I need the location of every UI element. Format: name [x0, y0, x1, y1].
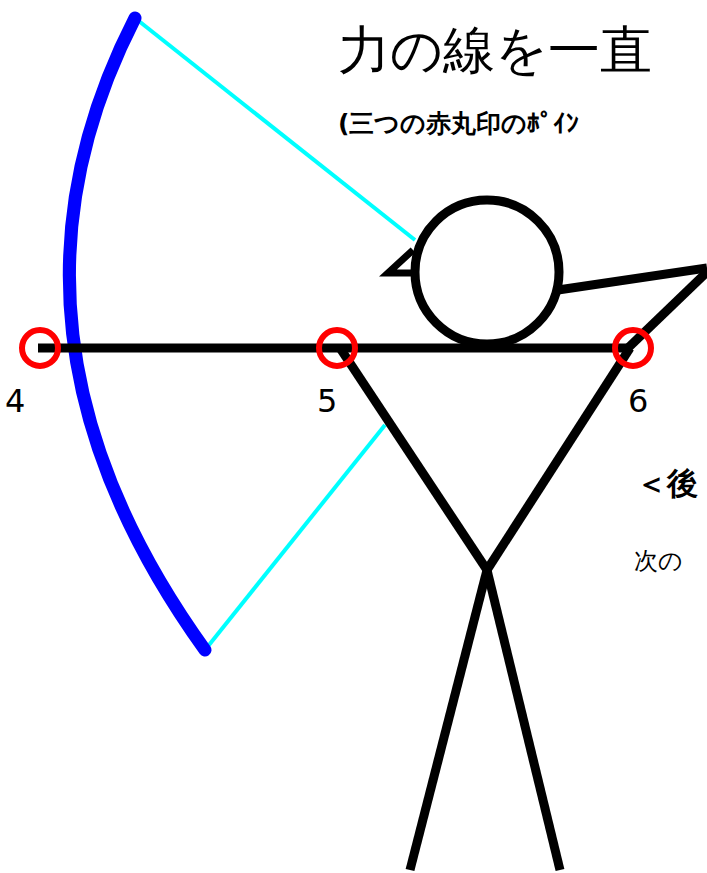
leg — [410, 570, 487, 870]
bow — [69, 18, 205, 650]
callout-number: 6 — [628, 384, 648, 419]
arm — [628, 272, 707, 348]
note: 次の — [634, 548, 683, 574]
arrow-line — [38, 344, 632, 353]
title: 力の線を一直 — [338, 22, 652, 79]
head — [415, 200, 559, 344]
arm — [558, 268, 707, 290]
body — [487, 348, 630, 570]
leg — [487, 570, 560, 870]
subtitle: (三つの赤丸印のﾎﾟｲﾝ — [338, 110, 579, 138]
bow-string — [205, 425, 385, 650]
red-point — [615, 330, 651, 366]
nose — [388, 250, 414, 273]
body — [340, 348, 487, 570]
callout-number: 5 — [317, 384, 337, 419]
red-point — [319, 330, 355, 366]
callout-number: 4 — [5, 384, 25, 419]
section-heading: ＜後 — [636, 466, 698, 500]
red-point — [22, 330, 58, 366]
